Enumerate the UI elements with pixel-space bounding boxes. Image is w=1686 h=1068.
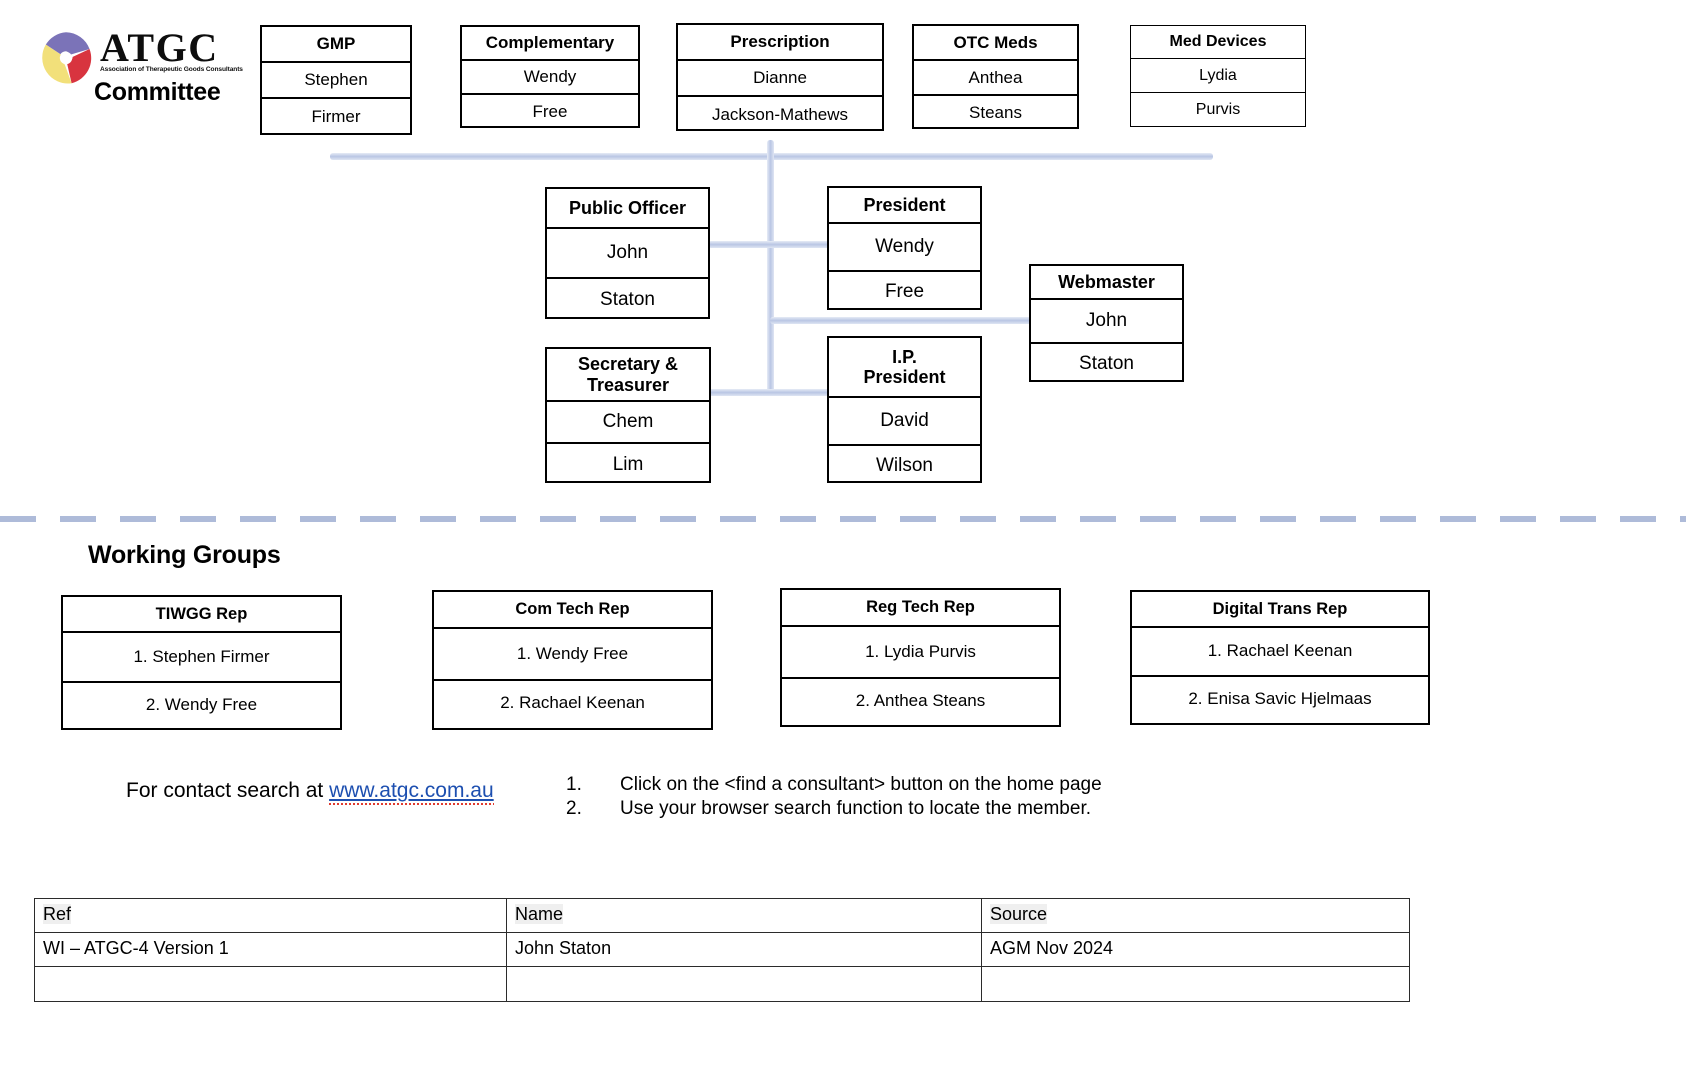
box-title: GMP: [262, 27, 410, 63]
connector-secretary-ip-president: [707, 389, 835, 396]
box-line-1: David: [829, 398, 980, 446]
box-line-1: Stephen: [262, 63, 410, 99]
table-header-row: Ref Name Source: [34, 898, 1410, 933]
box-member-1: 1. Rachael Keenan: [1132, 628, 1428, 677]
connector-public-officer-president: [708, 241, 836, 248]
box-member-2: 2. Enisa Savic Hjelmaas: [1188, 688, 1372, 708]
box-line-2: Lim: [612, 453, 644, 475]
atgc-swirl-logo-icon: [38, 30, 94, 86]
box-member-1: 1. Wendy Free: [434, 629, 711, 681]
connector-webmaster: [770, 317, 1032, 324]
box-line-1: Chem: [547, 402, 709, 444]
working-groups-heading: Working Groups: [88, 541, 281, 569]
instruction-number-2: 2.: [566, 798, 582, 819]
page-title: Committee: [94, 78, 221, 106]
box-line-1: John: [1031, 300, 1182, 344]
box-line-1: Wendy: [829, 224, 980, 272]
box-title: TIWGG Rep: [63, 597, 340, 633]
committee-box-complementary: Complementary Wendy Free: [460, 25, 640, 128]
box-member-2: 2. Anthea Steans: [855, 690, 986, 710]
box-title: Med Devices: [1131, 26, 1305, 59]
working-group-box-com-tech: Com Tech Rep 1. Wendy Free 2. Rachael Ke…: [432, 590, 713, 730]
table-row-empty: [34, 966, 1410, 1002]
committee-box-gmp: GMP Stephen Firmer: [260, 25, 412, 135]
logo-wordmark: ATGC: [100, 25, 219, 70]
exec-box-webmaster: Webmaster John Staton: [1029, 264, 1184, 382]
box-title: Complementary: [462, 27, 638, 61]
box-line-1: Anthea: [914, 61, 1077, 96]
cell-source: AGM Nov 2024: [981, 932, 1410, 967]
instruction-text-2: Use your browser search function to loca…: [620, 798, 1092, 819]
committee-box-prescription: Prescription Dianne Jackson-Mathews: [676, 23, 884, 131]
exec-box-secretary-treasurer: Secretary &Treasurer Chem Lim: [545, 347, 711, 483]
section-divider: [0, 516, 1686, 522]
box-title: Digital Trans Rep: [1132, 592, 1428, 628]
box-member-2: 2. Wendy Free: [145, 694, 258, 714]
box-title: Public Officer: [547, 189, 708, 229]
box-line-2: Free: [884, 281, 925, 303]
instruction-number-1: 1.: [566, 774, 582, 795]
box-title: Webmaster: [1031, 266, 1182, 300]
table-row: WI – ATGC-4 Version 1 John Staton AGM No…: [34, 932, 1410, 967]
working-group-box-reg-tech: Reg Tech Rep 1. Lydia Purvis 2. Anthea S…: [780, 588, 1061, 727]
contact-prefix: For contact search at: [126, 779, 330, 802]
logo-subtitle: Association of Therapeutic Goods Consult…: [100, 66, 243, 73]
exec-box-ip-president: I.P.President David Wilson: [827, 336, 982, 483]
cell-name: John Staton: [506, 932, 982, 967]
document-control-table: Ref Name Source WI – ATGC-4 Version 1 Jo…: [34, 898, 1410, 1002]
working-group-box-digital-trans: Digital Trans Rep 1. Rachael Keenan 2. E…: [1130, 590, 1430, 725]
connector-trunk-vertical: [767, 140, 774, 396]
box-member-2: 2. Rachael Keenan: [500, 693, 645, 713]
box-line-2: Staton: [600, 289, 655, 311]
box-title: OTC Meds: [914, 26, 1077, 61]
box-line-2: Free: [532, 102, 568, 122]
box-line-1: Lydia: [1131, 59, 1305, 93]
working-group-box-tiwgg: TIWGG Rep 1. Stephen Firmer 2. Wendy Fre…: [61, 595, 342, 730]
atgc-website-link[interactable]: www.atgc.com.au: [329, 779, 494, 805]
box-line-2: Steans: [969, 103, 1022, 123]
box-member-1: 1. Stephen Firmer: [63, 633, 340, 683]
exec-box-public-officer: Public Officer John Staton: [545, 187, 710, 319]
box-title: Secretary &Treasurer: [547, 349, 709, 402]
cell-ref: WI – ATGC-4 Version 1: [34, 932, 507, 967]
box-line-2: Firmer: [311, 107, 361, 127]
box-line-1: Wendy: [462, 61, 638, 95]
box-line-1: Dianne: [678, 61, 882, 97]
cell-ref-empty: [34, 966, 507, 1002]
box-title: Prescription: [678, 25, 882, 61]
box-line-2: Purvis: [1195, 101, 1241, 119]
box-line-2: Wilson: [875, 454, 933, 476]
box-title: I.P.President: [829, 338, 980, 398]
column-header-name: Name: [515, 904, 564, 924]
box-line-2: Jackson-Mathews: [711, 104, 849, 124]
cell-source-empty: [981, 966, 1410, 1002]
exec-box-president: President Wendy Free: [827, 186, 982, 310]
column-header-source: Source: [990, 904, 1048, 924]
box-line-2: Staton: [1079, 353, 1134, 375]
box-line-1: John: [547, 229, 708, 279]
instruction-text-1: Click on the <find a consultant> button …: [620, 774, 1102, 795]
brand-header: ATGC Association of Therapeutic Goods Co…: [38, 26, 268, 116]
committee-box-otc-meds: OTC Meds Anthea Steans: [912, 24, 1079, 129]
box-title: Reg Tech Rep: [782, 590, 1059, 627]
box-title: Com Tech Rep: [434, 592, 711, 629]
box-member-1: 1. Lydia Purvis: [782, 627, 1059, 679]
contact-instruction: For contact search at www.atgc.com.au: [126, 779, 494, 805]
box-title: President: [829, 188, 980, 224]
committee-box-med-devices: Med Devices Lydia Purvis: [1130, 25, 1306, 127]
column-header-ref: Ref: [43, 904, 72, 924]
cell-name-empty: [506, 966, 982, 1002]
